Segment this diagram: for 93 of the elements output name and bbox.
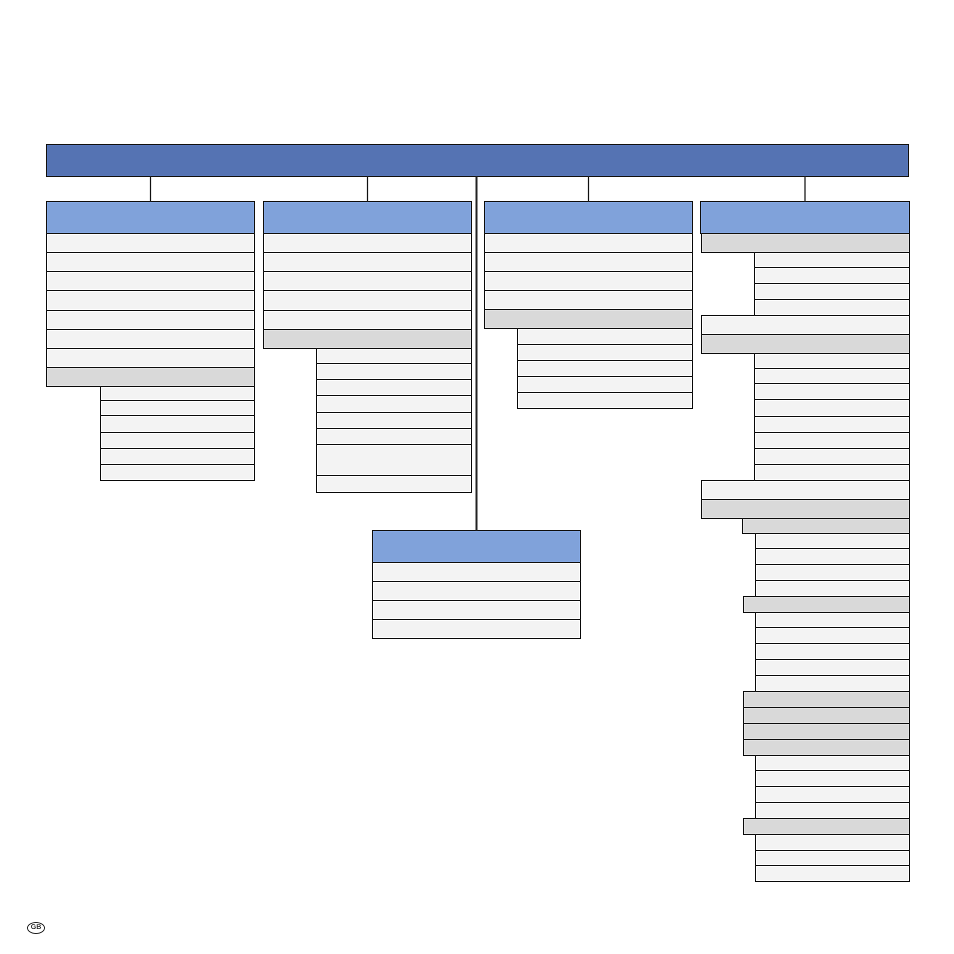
row-box xyxy=(100,415,255,433)
row-box xyxy=(517,392,693,409)
row-box xyxy=(755,643,910,660)
row-box xyxy=(755,834,910,851)
title-bar xyxy=(46,144,909,177)
group-row-box xyxy=(701,334,910,354)
row-box xyxy=(263,271,472,291)
connector-line xyxy=(476,177,478,530)
header-box xyxy=(484,201,693,234)
row-box xyxy=(316,363,472,380)
row-box xyxy=(754,283,910,300)
group-row-box xyxy=(743,691,910,708)
row-box xyxy=(517,360,693,377)
row-box xyxy=(46,290,255,311)
row-box xyxy=(701,315,910,335)
group-row-box xyxy=(743,818,910,835)
row-box xyxy=(316,428,472,445)
row-box xyxy=(755,755,910,771)
row-box xyxy=(46,310,255,330)
row-box xyxy=(46,329,255,349)
row-box xyxy=(754,399,910,417)
row-box xyxy=(263,233,472,253)
row-box xyxy=(263,290,472,311)
row-box xyxy=(372,562,581,582)
row-box xyxy=(754,448,910,465)
row-box xyxy=(754,368,910,384)
row-box xyxy=(755,865,910,882)
connector-line xyxy=(588,177,590,201)
row-box xyxy=(755,659,910,676)
row-box xyxy=(316,348,472,364)
row-box xyxy=(755,533,910,549)
row-box xyxy=(484,252,693,272)
group-row-box xyxy=(743,596,910,613)
row-box xyxy=(316,444,472,476)
row-box xyxy=(263,310,472,330)
row-box xyxy=(755,548,910,565)
row-box xyxy=(372,581,581,601)
group-row-box xyxy=(743,723,910,740)
header-box xyxy=(700,201,910,234)
row-box xyxy=(100,432,255,449)
row-box xyxy=(755,580,910,597)
row-box xyxy=(316,379,472,396)
group-row-box xyxy=(701,233,910,253)
row-box xyxy=(755,612,910,628)
header-box xyxy=(372,530,581,563)
group-row-box xyxy=(46,367,255,387)
row-box xyxy=(517,328,693,345)
row-box xyxy=(46,233,255,253)
row-box xyxy=(755,850,910,866)
connector-line xyxy=(804,177,806,201)
row-box xyxy=(754,267,910,284)
row-box xyxy=(754,432,910,449)
row-box xyxy=(100,464,255,481)
row-box xyxy=(754,383,910,400)
row-box xyxy=(754,252,910,268)
row-box xyxy=(754,299,910,316)
row-box xyxy=(754,416,910,433)
row-box xyxy=(755,786,910,803)
row-box xyxy=(46,271,255,291)
row-box xyxy=(372,600,581,620)
group-row-box xyxy=(484,309,693,329)
row-box xyxy=(263,252,472,272)
row-box xyxy=(517,344,693,361)
group-row-box xyxy=(743,739,910,756)
row-box xyxy=(755,802,910,819)
row-box xyxy=(100,448,255,465)
group-row-box xyxy=(742,518,910,534)
row-box xyxy=(484,271,693,291)
row-box xyxy=(46,252,255,272)
row-box xyxy=(754,353,910,369)
row-box xyxy=(755,675,910,692)
row-box xyxy=(316,412,472,429)
group-row-box xyxy=(701,499,910,519)
row-box xyxy=(755,770,910,787)
row-box xyxy=(372,619,581,639)
row-box xyxy=(100,386,255,401)
row-box xyxy=(316,475,472,493)
group-row-box xyxy=(263,329,472,349)
row-box xyxy=(316,395,472,413)
header-box xyxy=(263,201,472,234)
header-box xyxy=(46,201,255,234)
row-box xyxy=(701,480,910,500)
row-box xyxy=(517,376,693,393)
row-box xyxy=(755,564,910,581)
row-box xyxy=(484,233,693,253)
row-box xyxy=(46,348,255,368)
group-row-box xyxy=(743,707,910,724)
connector-line xyxy=(150,177,152,201)
row-box xyxy=(755,627,910,644)
row-box xyxy=(754,464,910,481)
row-box xyxy=(100,400,255,416)
row-box xyxy=(484,290,693,310)
connector-line xyxy=(366,177,368,201)
